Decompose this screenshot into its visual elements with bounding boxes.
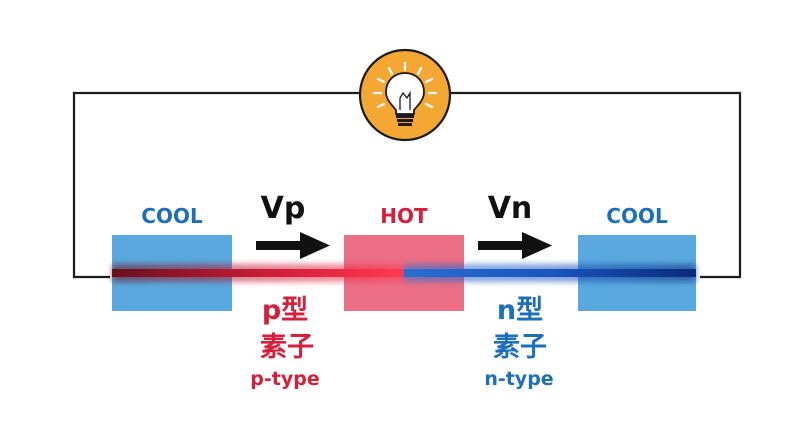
n-type-element [404, 269, 696, 277]
p-type-en-label: p-type [250, 368, 320, 390]
p-type-jp-line2: 素子 [260, 332, 314, 363]
right-arrow-icon [256, 232, 330, 259]
right-arrow-icon [478, 232, 552, 259]
n-type-jp-line1: n型 [496, 295, 544, 326]
cool-label-left: COOL [141, 204, 203, 228]
p-type-element [112, 269, 404, 277]
vn-label: Vn [487, 191, 533, 226]
p-type-jp-line1: p型 [261, 295, 309, 326]
vp-label: Vp [260, 191, 306, 226]
n-type-jp-line2: 素子 [493, 332, 547, 363]
n-type-en-label: n-type [484, 368, 554, 390]
cool-label-right: COOL [606, 204, 668, 228]
light-bulb-icon [358, 48, 452, 142]
hot-label: HOT [380, 204, 428, 228]
